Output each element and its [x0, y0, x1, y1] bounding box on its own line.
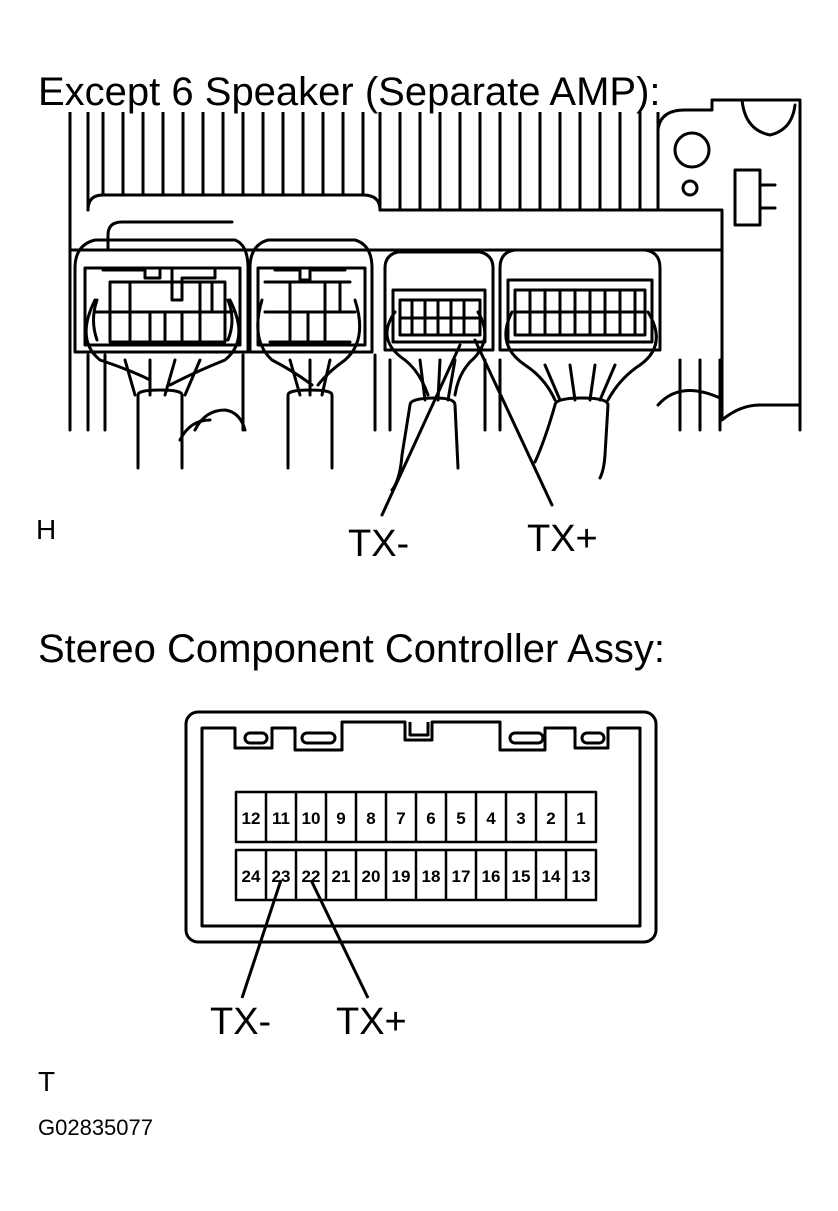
- amp-connector-4: [498, 248, 662, 480]
- section-2-letter: T: [38, 1066, 56, 1097]
- pin-label: 10: [302, 809, 321, 828]
- heat-sink-fins: [86, 103, 660, 212]
- pin-label: 16: [482, 867, 501, 886]
- pin-label: 20: [362, 867, 381, 886]
- pin-label: 18: [422, 867, 441, 886]
- amp-connector-3: [383, 250, 495, 492]
- pin-label: 3: [516, 809, 525, 828]
- pin-label: 6: [426, 809, 435, 828]
- amp-connector-1: [73, 238, 250, 470]
- pin-label: 2: [546, 809, 555, 828]
- pin-label: 22: [302, 867, 321, 886]
- tx-minus-label-controller: TX-: [210, 1001, 272, 1043]
- pin-label: 13: [572, 867, 591, 886]
- tx-plus-leader-controller: [309, 879, 370, 999]
- pin-label: 7: [396, 809, 405, 828]
- tx-plus-label-amp: TX+: [527, 518, 598, 560]
- pin-label: 19: [392, 867, 411, 886]
- pin-label: 14: [542, 867, 561, 886]
- tx-plus-label-controller: TX+: [336, 1001, 407, 1043]
- pin-label: 5: [456, 809, 465, 828]
- tx-plus-leader-amp: [473, 338, 554, 507]
- controller-connector-housing: [184, 710, 658, 944]
- pin-label: 17: [452, 867, 471, 886]
- pin-label: 21: [332, 867, 351, 886]
- section-1-title: Except 6 Speaker (Separate AMP):: [38, 70, 661, 114]
- section-2-title: Stereo Component Controller Assy:: [38, 627, 665, 671]
- pin-label: 1: [576, 809, 585, 828]
- pin-label: 15: [512, 867, 531, 886]
- pin-label: 23: [272, 867, 291, 886]
- tx-minus-leader-controller: [240, 879, 283, 999]
- amp-connector-2: [248, 238, 374, 470]
- pin-label: 4: [486, 809, 496, 828]
- tx-minus-leader-amp: [380, 343, 462, 517]
- pin-label: 12: [242, 809, 261, 828]
- pin-label: 24: [242, 867, 261, 886]
- pin-label: 9: [336, 809, 345, 828]
- pin-label: 8: [366, 809, 375, 828]
- pin-label: 11: [272, 809, 290, 828]
- figure-code: G02835077: [38, 1115, 153, 1140]
- tx-minus-label-amp: TX-: [348, 523, 410, 565]
- section-1-letter: H: [36, 514, 57, 545]
